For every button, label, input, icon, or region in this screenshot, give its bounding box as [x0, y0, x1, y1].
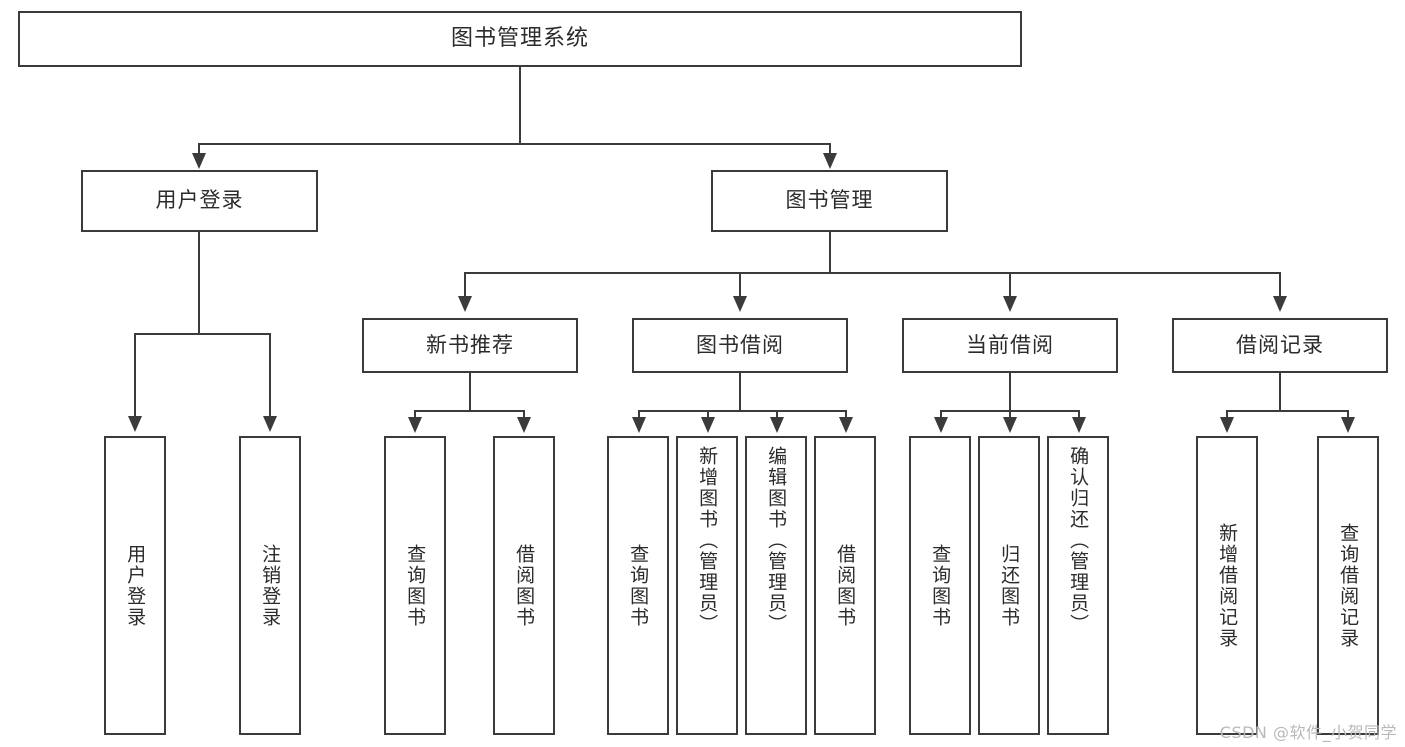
arrowhead-cb-leaf-1 — [934, 417, 948, 433]
connector-user-login-distributor — [134, 333, 271, 335]
connector-current-borrow-stem — [1009, 373, 1011, 411]
connector-br-to-leaf-2 — [1347, 410, 1349, 419]
node-user-login[interactable]: 用户登录 — [81, 170, 318, 232]
connector-root-to-book-management — [829, 143, 831, 155]
connector-bb-to-leaf-3 — [776, 410, 778, 419]
connector-book-borrow-stem — [739, 373, 741, 411]
node-label: 查询图书 — [627, 543, 650, 628]
node-label: 用户登录 — [124, 543, 147, 628]
node-new-book-recommend[interactable]: 新书推荐 — [362, 318, 578, 373]
arrowhead-new-book-recommend — [458, 296, 472, 312]
leaf-cb-query-book[interactable]: 查询图书 — [909, 436, 971, 735]
arrowhead-nb-leaf-2 — [517, 417, 531, 433]
connector-bm-to-current-borrow — [1009, 272, 1011, 298]
arrowhead-br-leaf-1 — [1220, 417, 1234, 433]
node-book-management[interactable]: 图书管理 — [711, 170, 948, 232]
arrowhead-user-login — [192, 153, 206, 169]
arrowhead-leaf-logout-login — [263, 416, 277, 432]
arrowhead-book-management — [823, 153, 837, 169]
connector-cb-to-leaf-2 — [1009, 410, 1011, 419]
node-label: 确认归还（管理员） — [1067, 446, 1090, 635]
connector-cb-to-leaf-1 — [940, 410, 942, 419]
arrowhead-cb-leaf-2 — [1003, 417, 1017, 433]
node-label: 新增图书（管理员） — [696, 446, 719, 635]
node-label: 查询图书 — [404, 543, 427, 628]
node-label: 当前借阅 — [966, 332, 1054, 357]
leaf-br-query-record[interactable]: 查询借阅记录 — [1317, 436, 1379, 735]
node-book-borrow[interactable]: 图书借阅 — [632, 318, 848, 373]
leaf-logout-login[interactable]: 注销登录 — [239, 436, 301, 735]
connector-borrow-record-distributor — [1226, 410, 1348, 412]
connector-root-to-user-login — [198, 143, 200, 155]
connector-nb-to-leaf-2 — [523, 410, 525, 419]
arrowhead-br-leaf-2 — [1341, 417, 1355, 433]
node-current-borrow[interactable]: 当前借阅 — [902, 318, 1118, 373]
connector-book-borrow-distributor — [638, 410, 846, 412]
node-label: 新书推荐 — [426, 332, 514, 357]
leaf-cb-return-book[interactable]: 归还图书 — [978, 436, 1040, 735]
arrowhead-leaf-user-login — [128, 416, 142, 432]
node-label: 借阅记录 — [1236, 332, 1324, 357]
node-label: 图书借阅 — [696, 332, 784, 357]
node-label: 图书管理 — [785, 188, 874, 213]
connector-bb-to-leaf-1 — [638, 410, 640, 419]
leaf-nbr-query-book[interactable]: 查询图书 — [384, 436, 446, 735]
connector-bb-to-leaf-2 — [707, 410, 709, 419]
node-label: 编辑图书（管理员） — [765, 446, 788, 635]
leaf-bb-query-book[interactable]: 查询图书 — [607, 436, 669, 735]
leaf-bb-add-book-admin[interactable]: 新增图书（管理员） — [676, 436, 738, 735]
arrowhead-borrow-record — [1273, 296, 1287, 312]
connector-user-login-to-leaf-1 — [134, 333, 136, 418]
connector-br-to-leaf-1 — [1226, 410, 1228, 419]
connector-bb-to-leaf-4 — [845, 410, 847, 419]
connector-nb-to-leaf-1 — [414, 410, 416, 419]
connector-root-stem — [519, 67, 521, 143]
node-label: 注销登录 — [259, 543, 282, 628]
node-label: 借阅图书 — [513, 543, 536, 628]
leaf-bb-edit-book-admin[interactable]: 编辑图书（管理员） — [745, 436, 807, 735]
node-label: 查询图书 — [929, 543, 952, 628]
leaf-br-add-record[interactable]: 新增借阅记录 — [1196, 436, 1258, 735]
arrowhead-bb-leaf-1 — [632, 417, 646, 433]
node-label: 借阅图书 — [834, 543, 857, 628]
node-borrow-record[interactable]: 借阅记录 — [1172, 318, 1388, 373]
arrowhead-bb-leaf-3 — [770, 417, 784, 433]
arrowhead-bb-leaf-2 — [701, 417, 715, 433]
node-label: 查询借阅记录 — [1337, 522, 1360, 649]
connector-borrow-record-stem — [1279, 373, 1281, 411]
connector-root-distributor — [198, 143, 831, 145]
arrowhead-nb-leaf-1 — [408, 417, 422, 433]
connector-book-management-distributor — [464, 272, 1280, 274]
leaf-nbr-borrow-book[interactable]: 借阅图书 — [493, 436, 555, 735]
arrowhead-cb-leaf-3 — [1072, 417, 1086, 433]
connector-cb-to-leaf-3 — [1078, 410, 1080, 419]
connector-new-book-distributor — [414, 410, 524, 412]
leaf-cb-confirm-return-admin[interactable]: 确认归还（管理员） — [1047, 436, 1109, 735]
connector-new-book-stem — [469, 373, 471, 411]
connector-bm-to-new-book — [464, 272, 466, 298]
leaf-bb-borrow-book[interactable]: 借阅图书 — [814, 436, 876, 735]
connector-book-management-stem — [829, 232, 831, 273]
node-label: 新增借阅记录 — [1216, 522, 1239, 649]
csdn-watermark: CSDN @软件_小贺同学 — [1219, 723, 1397, 742]
arrowhead-current-borrow — [1003, 296, 1017, 312]
node-label: 归还图书 — [998, 543, 1021, 628]
arrowhead-bb-leaf-4 — [839, 417, 853, 433]
connector-user-login-to-leaf-2 — [269, 333, 271, 418]
node-root-book-management-system[interactable]: 图书管理系统 — [18, 11, 1022, 67]
connector-user-login-stem — [198, 232, 200, 333]
leaf-user-login[interactable]: 用户登录 — [104, 436, 166, 735]
connector-bm-to-borrow-record — [1279, 272, 1281, 298]
node-label: 图书管理系统 — [450, 25, 589, 51]
connector-bm-to-book-borrow — [739, 272, 741, 298]
node-label: 用户登录 — [155, 188, 244, 213]
arrowhead-book-borrow — [733, 296, 747, 312]
